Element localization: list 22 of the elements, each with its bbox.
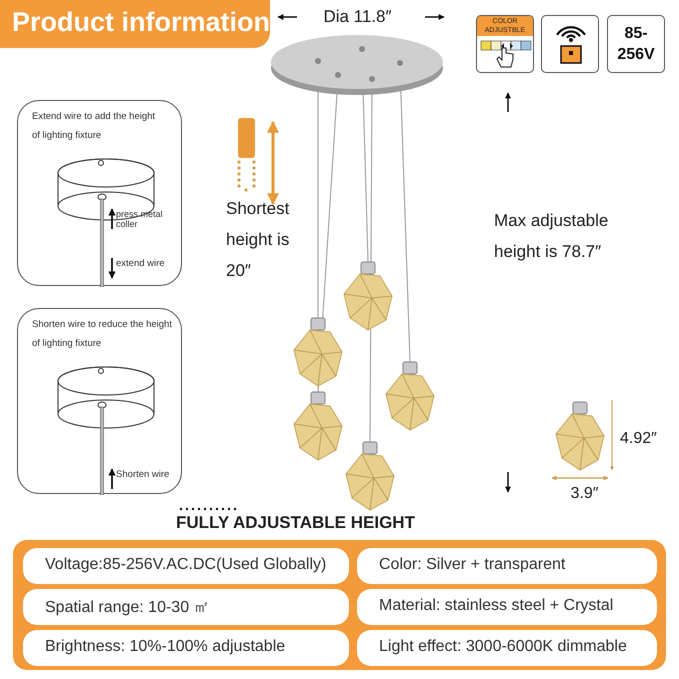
spec-card: Voltage:85-256V.AC.DC(Used Globally) xyxy=(23,548,349,584)
dimension-label: 3.9″ xyxy=(570,484,600,504)
heading: FULLY ADJUSTABLE HEIGHT xyxy=(176,512,416,534)
spec-card: Spatial range: 10-30 ㎡ xyxy=(23,589,349,625)
spec-card: Brightness: 10%-100% adjustable xyxy=(23,630,349,666)
instruction-text: Shorten wire to reduce the height of lighting fixture xyxy=(32,318,172,351)
height-note: Shortest height is 20″ xyxy=(226,198,290,282)
feature-badge xyxy=(541,15,599,73)
instruction-note: press metal coller xyxy=(116,209,164,229)
instruction-text: Extend wire to add the height of lighting fixture xyxy=(32,110,156,143)
dimension-label: Dia 11.8″ xyxy=(322,6,393,28)
title-banner: Product information xyxy=(0,0,270,48)
spec-card: Light effect: 3000-6000K dimmable xyxy=(357,630,657,666)
spec-card: Color: Silver + transparent xyxy=(357,548,657,584)
instruction-note: extend wire xyxy=(116,258,166,270)
instruction-note: Shorten wire xyxy=(116,469,170,481)
voltage-badge: 85- 256V xyxy=(607,15,665,73)
color-adjust-badge xyxy=(476,15,534,73)
dimension-label: 4.92″ xyxy=(620,429,658,449)
spec-card: Material: stainless steel + Crystal xyxy=(357,589,657,625)
spec-panel xyxy=(13,540,666,670)
height-note: Max adjustable height is 78.7″ xyxy=(494,210,610,263)
